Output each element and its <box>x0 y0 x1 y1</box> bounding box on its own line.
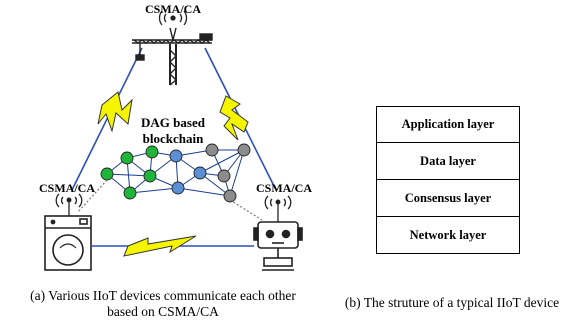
dotted-link-right <box>229 199 263 221</box>
lightning-bolt-icon <box>97 91 133 133</box>
dag-node <box>120 151 134 165</box>
layer-network: Network layer <box>376 217 520 254</box>
dag-node <box>145 145 159 159</box>
layer-consensus: Consensus layer <box>376 180 520 217</box>
caption-b: (b) The struture of a typical IIoT devic… <box>345 295 559 310</box>
dag-nodes <box>100 143 251 203</box>
dag-node <box>100 167 114 181</box>
wifi-signal-icon <box>55 193 83 216</box>
washing-machine-icon <box>44 215 92 271</box>
layer-data: Data layer <box>376 143 520 180</box>
dag-node <box>237 143 251 157</box>
dag-node <box>169 149 183 163</box>
lightning-bolt-icon <box>219 95 249 141</box>
blockchain-label-line1: DAG based <box>141 115 206 130</box>
robot-icon <box>253 221 303 271</box>
dag-node <box>223 189 237 203</box>
crane-icon <box>132 27 213 86</box>
wifi-signal-icon <box>158 10 188 26</box>
csma-label-top: CSMA/CA <box>145 2 201 16</box>
wifi-signal-icon <box>264 195 292 222</box>
blockchain-label-line2: blockchain <box>143 131 204 146</box>
dag-node <box>143 169 157 183</box>
csma-label-left: CSMA/CA <box>39 181 95 195</box>
dotted-link-left <box>77 179 108 213</box>
csma-label-right: CSMA/CA <box>256 181 312 195</box>
dag-node <box>205 143 219 157</box>
link-crane-washer <box>71 47 143 191</box>
dag-node <box>193 166 207 180</box>
lightning-bolt-icon <box>123 235 197 257</box>
dag-node <box>217 169 231 183</box>
layer-application: Application layer <box>376 106 520 143</box>
caption-a-line1: (a) Various IIoT devices communicate eac… <box>30 288 296 303</box>
caption-a-line2: based on CSMA/CA <box>107 304 219 319</box>
dag-node <box>123 186 137 200</box>
dag-node <box>171 181 185 195</box>
